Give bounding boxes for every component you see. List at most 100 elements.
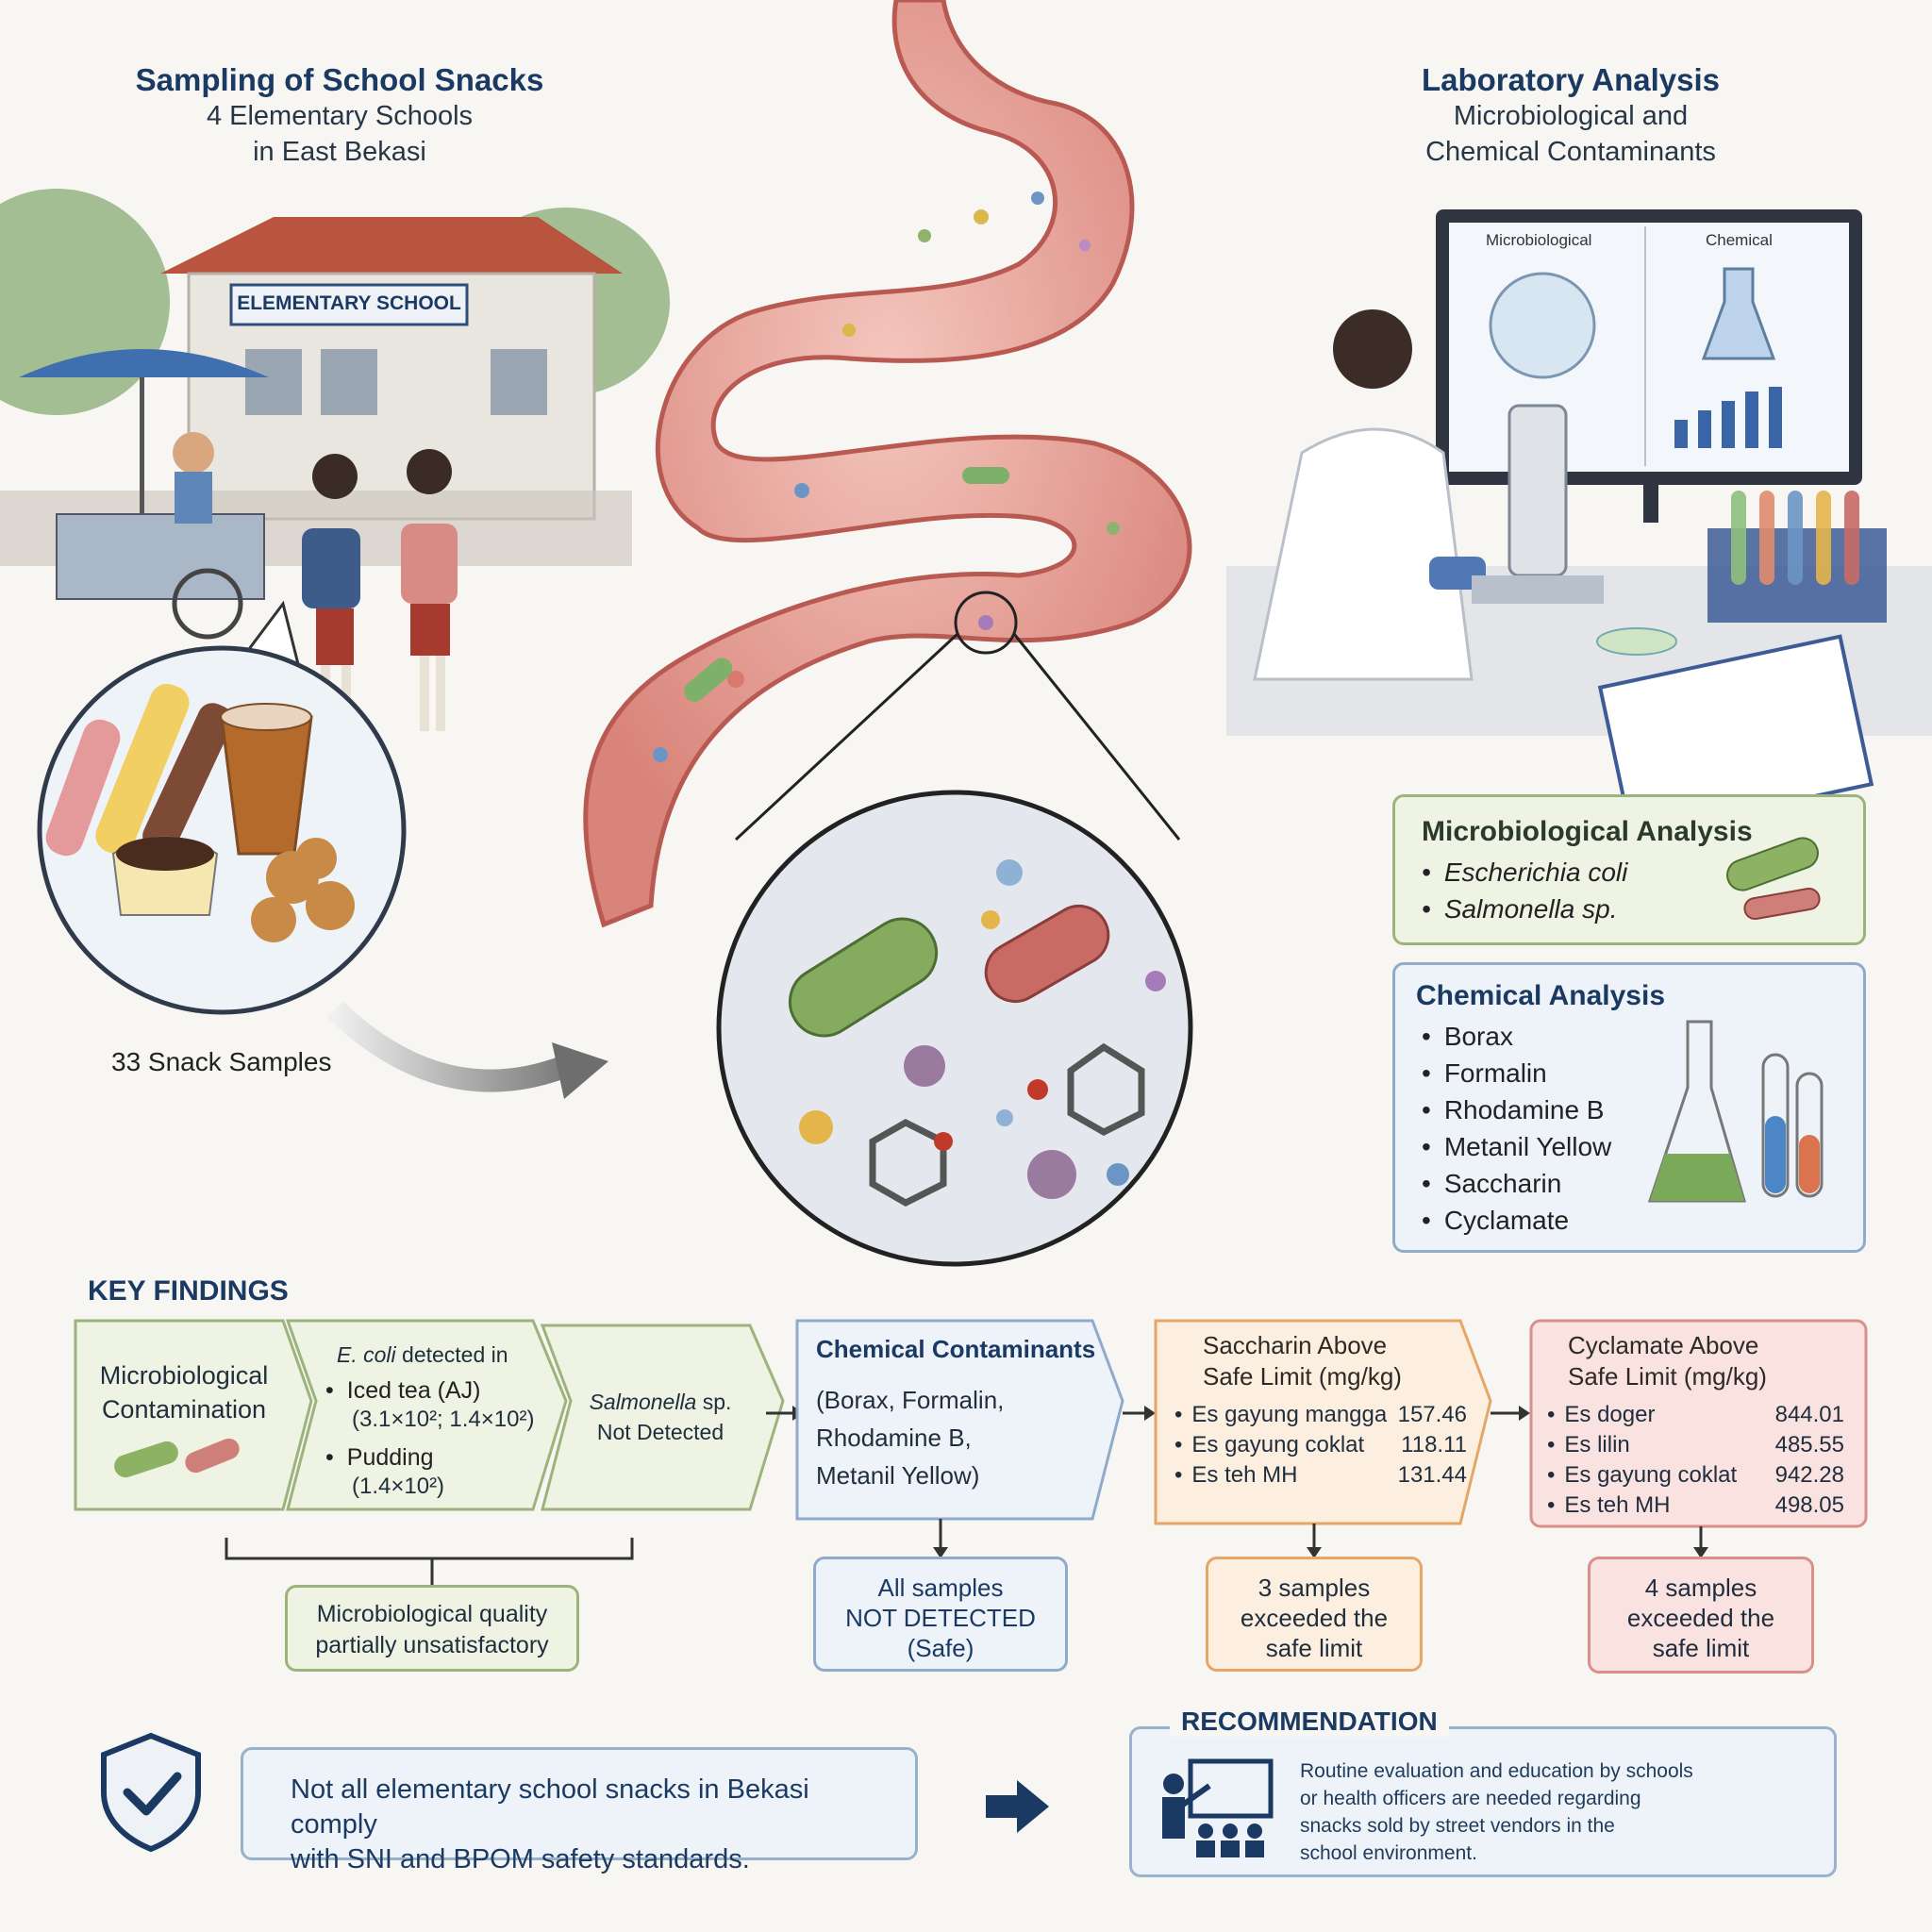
sampling-header: Sampling of School Snacks 4 Elementary S… bbox=[75, 62, 604, 170]
micro-quality-result: Microbiological quality partially unsati… bbox=[285, 1585, 579, 1672]
chemical-result: All samples NOT DETECTED (Safe) bbox=[813, 1557, 1068, 1672]
chem-analysis-item: Formalin bbox=[1422, 1055, 1842, 1091]
lab-sub2: Chemical Contaminants bbox=[1425, 137, 1716, 167]
conclusion-line2: with SNI and BPOM safety standards. bbox=[291, 1844, 750, 1874]
sampling-title: Sampling of School Snacks bbox=[135, 62, 544, 97]
cyclamate-result: 4 samples exceeded the safe limit bbox=[1588, 1557, 1814, 1674]
saccharin-value: 118.11 bbox=[1401, 1432, 1467, 1457]
saccharin-result-line3: safe limit bbox=[1265, 1634, 1363, 1662]
monitor-label-chemical: Chemical bbox=[1706, 231, 1773, 249]
micro-analysis-box: Microbiological Analysis Escherichia col… bbox=[1392, 794, 1866, 945]
ecoli-item1: Iced tea (AJ) bbox=[325, 1376, 552, 1406]
recommendation-text: Routine evaluation and education by scho… bbox=[1300, 1757, 1693, 1867]
cyclamate-row: Es teh MH 498.05 bbox=[1547, 1491, 1844, 1521]
cyclamate-result-line2: exceeded the bbox=[1626, 1604, 1775, 1632]
flow-arrow bbox=[326, 1001, 571, 1092]
saccharin-finding: Saccharin Above Safe Limit (mg/kg) Es ga… bbox=[1174, 1330, 1467, 1491]
school-scene bbox=[0, 189, 670, 731]
chemical-result-line3: (Safe) bbox=[907, 1634, 974, 1662]
cyclamate-value: 844.01 bbox=[1774, 1402, 1844, 1427]
salmonella-finding: Salmonella sp. Not Detected bbox=[575, 1387, 745, 1447]
lab-header: Laboratory Analysis Microbiological and … bbox=[1321, 62, 1821, 170]
micro-analysis-title: Microbiological Analysis bbox=[1422, 816, 1753, 847]
key-findings-heading: KEY FINDINGS bbox=[88, 1275, 289, 1307]
cyclamate-row: Es doger 844.01 bbox=[1547, 1400, 1844, 1430]
recommendation-line4: school environment. bbox=[1300, 1842, 1477, 1864]
cyclamate-name: Es gayung coklat bbox=[1547, 1460, 1737, 1491]
micro-analysis-item: Salmonella sp. bbox=[1422, 891, 1837, 927]
ecoli-finding: E. coli detected in Iced tea (AJ) (3.1×1… bbox=[325, 1340, 552, 1501]
ecoli-intro: detected in bbox=[395, 1342, 508, 1367]
salmonella-name: Salmonella bbox=[589, 1390, 697, 1414]
saccharin-row: Es gayung coklat 118.11 bbox=[1174, 1430, 1467, 1460]
recommendation-title: RECOMMENDATION bbox=[1170, 1707, 1449, 1737]
bacteria-icon bbox=[1726, 837, 1821, 921]
cyclamate-result-line3: safe limit bbox=[1652, 1634, 1750, 1662]
ecoli-item2: Pudding bbox=[325, 1443, 552, 1473]
recommendation-box: RECOMMENDATION Routine evaluation and ed… bbox=[1129, 1707, 1837, 1877]
cyclamate-finding: Cyclamate Above Safe Limit (mg/kg) Es do… bbox=[1547, 1330, 1844, 1521]
recommendation-line2: or health officers are needed regarding bbox=[1300, 1788, 1641, 1809]
ecoli-name: E. coli bbox=[337, 1342, 396, 1367]
micro-contam-line2: Contamination bbox=[101, 1395, 267, 1424]
salmonella-status: Not Detected bbox=[596, 1420, 724, 1444]
cyclamate-value: 942.28 bbox=[1774, 1462, 1844, 1488]
saccharin-value: 157.46 bbox=[1397, 1402, 1467, 1427]
samples-label: 33 Snack Samples bbox=[111, 1047, 332, 1076]
micro-contam-line1: Microbiological bbox=[99, 1361, 269, 1390]
teacher-icon bbox=[1162, 1758, 1274, 1857]
chemical-line2: Rhodamine B, bbox=[816, 1424, 972, 1452]
chem-analysis-item: Metanil Yellow bbox=[1422, 1128, 1842, 1165]
saccharin-row: Es teh MH 131.44 bbox=[1174, 1460, 1467, 1491]
digestive-tract-illustration bbox=[583, 0, 1192, 928]
saccharin-title2: Safe Limit (mg/kg) bbox=[1203, 1362, 1402, 1391]
cyclamate-result-line1: 4 samples bbox=[1644, 1574, 1757, 1602]
chem-analysis-item: Borax bbox=[1422, 1018, 1842, 1055]
micro-result-line1: Microbiological quality bbox=[316, 1601, 548, 1627]
lab-scene bbox=[1226, 209, 1932, 838]
shield-check-icon bbox=[101, 1732, 201, 1853]
conclusion-line1: Not all elementary school snacks in Beka… bbox=[291, 1774, 809, 1840]
lab-title: Laboratory Analysis bbox=[1421, 62, 1721, 97]
chem-analysis-item: Cyclamate bbox=[1422, 1202, 1842, 1239]
arrow-right-icon bbox=[986, 1780, 1049, 1833]
chemical-title: Chemical Contaminants bbox=[816, 1335, 1096, 1363]
micro-analysis-item: Escherichia coli bbox=[1422, 854, 1837, 891]
saccharin-name: Es gayung coklat bbox=[1174, 1430, 1364, 1460]
cyclamate-value: 485.55 bbox=[1774, 1432, 1844, 1457]
chemical-contaminants-finding: Chemical Contaminants (Borax, Formalin, … bbox=[816, 1335, 1099, 1494]
sampling-sub2: in East Bekasi bbox=[253, 137, 426, 167]
chemical-line3: Metanil Yellow) bbox=[816, 1461, 980, 1490]
chem-analysis-item: Rhodamine B bbox=[1422, 1091, 1842, 1128]
snack-magnifier bbox=[37, 600, 407, 1015]
monitor-label-microbiological: Microbiological bbox=[1486, 231, 1592, 249]
sampling-sub1: 4 Elementary Schools bbox=[206, 101, 474, 131]
conclusion-box: Not all elementary school snacks in Beka… bbox=[241, 1747, 918, 1874]
cyclamate-row: Es gayung coklat 942.28 bbox=[1547, 1460, 1844, 1491]
cyclamate-value: 498.05 bbox=[1774, 1492, 1844, 1518]
chem-analysis-item: Saccharin bbox=[1422, 1165, 1842, 1202]
lab-sub1: Microbiological and bbox=[1453, 101, 1689, 131]
ecoli-item2-values: (1.4×10²) bbox=[352, 1474, 445, 1499]
chemical-result-line2: NOT DETECTED bbox=[845, 1604, 1036, 1632]
cyclamate-name: Es teh MH bbox=[1547, 1491, 1670, 1521]
cyclamate-name: Es doger bbox=[1547, 1400, 1655, 1430]
chem-analysis-box: Chemical Analysis Borax Formalin Rhodami… bbox=[1392, 962, 1866, 1253]
salmonella-sp: sp. bbox=[696, 1390, 732, 1414]
saccharin-result-line2: exceeded the bbox=[1240, 1604, 1389, 1632]
saccharin-name: Es teh MH bbox=[1174, 1460, 1297, 1491]
saccharin-title1: Saccharin Above bbox=[1203, 1331, 1388, 1359]
saccharin-result: 3 samples exceeded the safe limit bbox=[1206, 1557, 1423, 1672]
cyclamate-title1: Cyclamate Above bbox=[1568, 1331, 1759, 1359]
school-sign: ELEMENTARY SCHOOL bbox=[237, 292, 461, 314]
ecoli-item1-values: (3.1×10²; 1.4×10²) bbox=[352, 1407, 535, 1432]
recommendation-line3: snacks sold by street vendors in the bbox=[1300, 1815, 1615, 1837]
micro-contamination-label: Microbiological Contamination bbox=[85, 1358, 283, 1426]
bacteria-magnifier bbox=[716, 790, 1193, 1267]
saccharin-value: 131.44 bbox=[1397, 1462, 1467, 1488]
chemical-line1: (Borax, Formalin, bbox=[816, 1386, 1005, 1414]
lab-flask-icon bbox=[1647, 1020, 1824, 1203]
